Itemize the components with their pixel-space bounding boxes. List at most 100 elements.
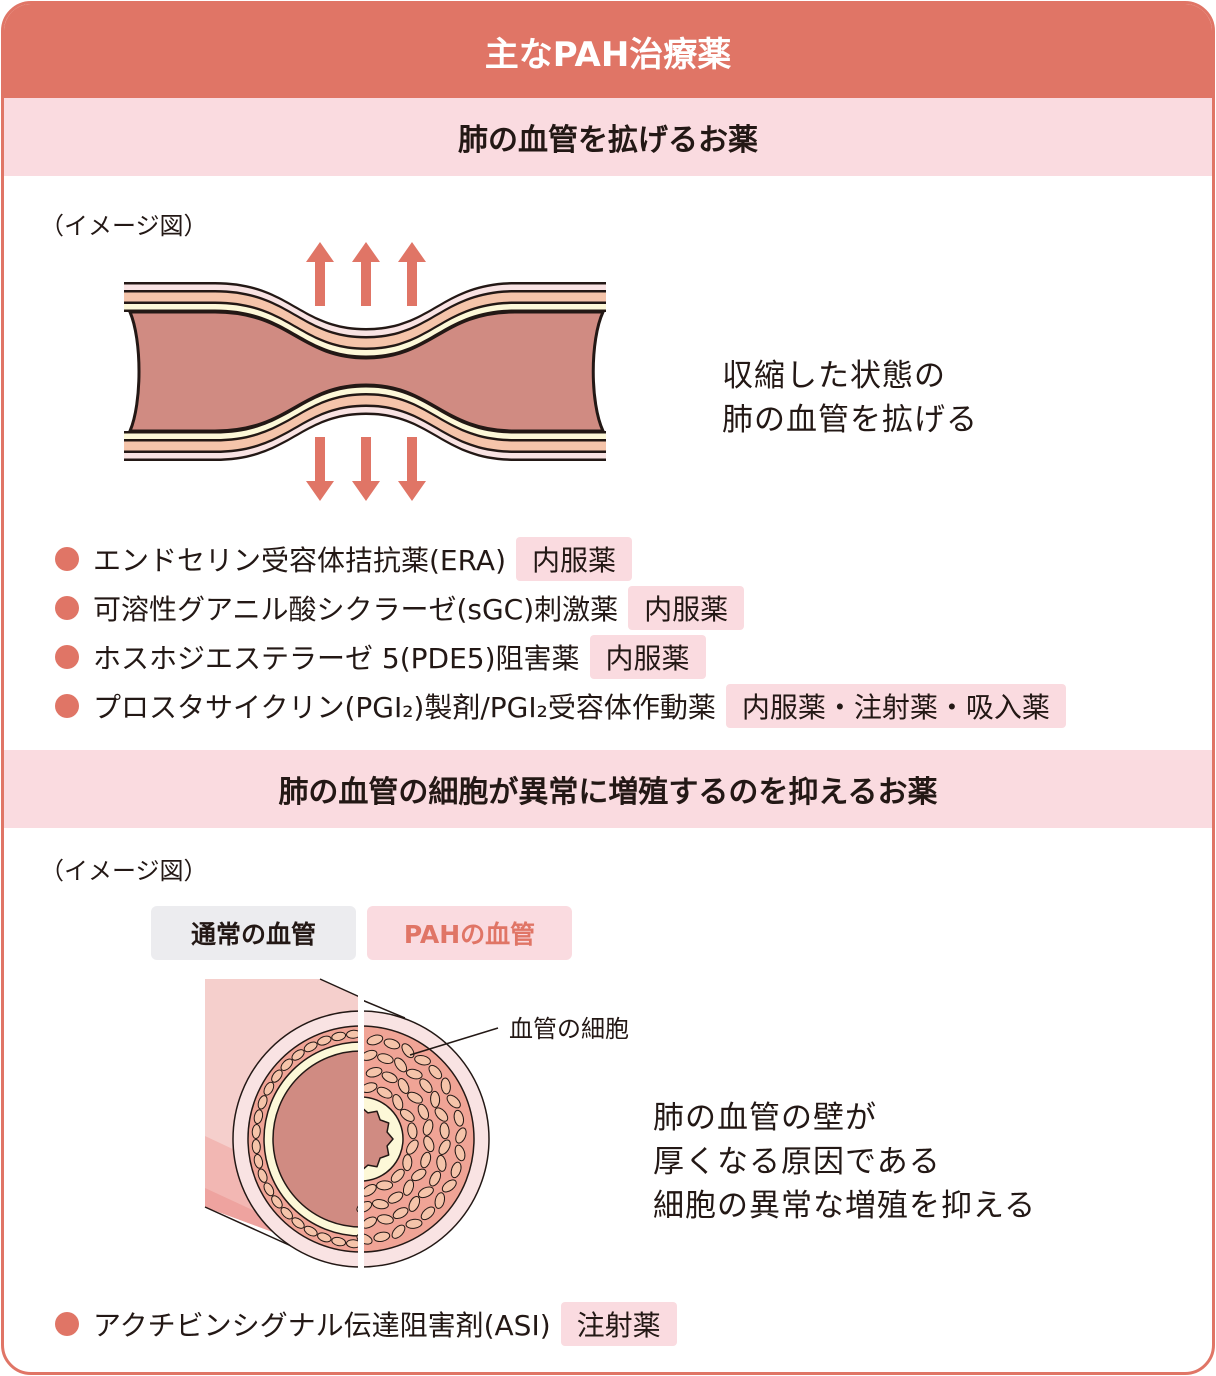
list-item: アクチビンシグナル伝達阻害剤(ASI) 注射薬 bbox=[55, 1299, 677, 1348]
cell bbox=[291, 1049, 305, 1061]
label-normal-vessel: 通常の血管 bbox=[151, 906, 356, 960]
cell bbox=[390, 1168, 405, 1183]
cell bbox=[423, 1135, 435, 1153]
cell bbox=[429, 1170, 442, 1187]
cell bbox=[383, 1038, 401, 1050]
drug-name: プロスタサイクリン(PGI₂)製剤/PGI₂受容体作動薬 bbox=[93, 690, 716, 724]
cell bbox=[450, 1161, 462, 1179]
route-badge: 内服薬 bbox=[589, 634, 706, 679]
vessel-wall-layer bbox=[124, 407, 606, 459]
lumen-pah bbox=[360, 1106, 394, 1172]
cell bbox=[377, 1053, 394, 1065]
divider bbox=[358, 975, 364, 1275]
cell bbox=[402, 1154, 413, 1172]
cell bbox=[376, 1086, 393, 1099]
cell bbox=[434, 1192, 446, 1209]
cell bbox=[317, 1035, 332, 1046]
drug-name: ホスホジエステラーゼ 5(PDE5)阻害薬 bbox=[93, 641, 580, 675]
cell bbox=[376, 1214, 394, 1225]
cell bbox=[263, 1182, 275, 1197]
vessel-wall-layer bbox=[124, 395, 606, 451]
drug-name: エンドセリン受容体拮抗薬(ERA) bbox=[93, 543, 507, 577]
cell bbox=[428, 1064, 443, 1080]
drug-list: エンドセリン受容体拮抗薬(ERA) 内服薬 可溶性グアニル酸シクラーゼ(sGC)刺… bbox=[55, 534, 1066, 730]
arrow-down-icon bbox=[398, 437, 426, 501]
description-line: 厚くなる原因である bbox=[653, 1144, 941, 1180]
arrow-down-icon bbox=[306, 437, 334, 501]
route-badge: 注射薬 bbox=[560, 1301, 677, 1346]
cell bbox=[257, 1095, 268, 1110]
cell bbox=[271, 1069, 283, 1083]
cell bbox=[440, 1077, 451, 1095]
cell bbox=[446, 1094, 461, 1109]
cell bbox=[317, 1232, 332, 1243]
cell bbox=[263, 1081, 275, 1096]
cell bbox=[303, 1041, 318, 1053]
section2-description: 肺の血管の壁が 厚くなる原因である 細胞の異常な増殖を抑える bbox=[653, 1096, 1036, 1228]
cell bbox=[454, 1144, 466, 1162]
route-badge: 内服薬 bbox=[516, 536, 633, 581]
vessel-edge bbox=[204, 1206, 301, 1251]
cell bbox=[417, 1186, 434, 1199]
cell bbox=[366, 1034, 384, 1046]
description-line: 肺の血管の壁が bbox=[653, 1100, 877, 1136]
cell bbox=[373, 1231, 391, 1243]
arrow-up-icon bbox=[306, 242, 334, 306]
cell bbox=[392, 1094, 404, 1111]
cell bbox=[271, 1195, 283, 1209]
image-note: （イメージ図） bbox=[40, 857, 208, 885]
arrow-up-icon bbox=[398, 242, 426, 306]
vessel-edge bbox=[319, 978, 363, 999]
cell bbox=[280, 1207, 293, 1220]
cell bbox=[251, 1139, 261, 1154]
cell bbox=[387, 1191, 404, 1204]
cell bbox=[280, 1058, 293, 1071]
cell-callout-label: 血管の細胞 bbox=[509, 1015, 629, 1043]
cell bbox=[394, 1057, 408, 1073]
lumen-normal bbox=[272, 1050, 362, 1228]
cell bbox=[420, 1151, 432, 1169]
bullet-icon bbox=[55, 546, 79, 571]
cell bbox=[417, 1103, 430, 1120]
drug-name: アクチビンシグナル伝達阻害剤(ASI) bbox=[93, 1308, 551, 1342]
cell bbox=[441, 1179, 457, 1193]
page-title: 主なPAH治療薬 bbox=[4, 4, 1212, 98]
list-item: 可溶性グアニル酸シクラーゼ(sGC)刺激薬内服薬 bbox=[55, 583, 1066, 632]
cell bbox=[408, 1195, 421, 1212]
route-badge: 内服薬 bbox=[628, 585, 745, 630]
cell bbox=[436, 1154, 447, 1172]
cell bbox=[438, 1139, 451, 1155]
cell bbox=[251, 1124, 261, 1139]
description-line: 収縮した状態の bbox=[722, 358, 946, 394]
cell bbox=[391, 1224, 406, 1239]
cell bbox=[439, 1122, 450, 1140]
cell bbox=[420, 1206, 436, 1221]
cell bbox=[419, 1078, 433, 1094]
drug-list-2: アクチビンシグナル伝達阻害剤(ASI) 注射薬 bbox=[55, 1299, 677, 1348]
bullet-icon bbox=[55, 693, 79, 718]
cell bbox=[453, 1109, 465, 1127]
cell bbox=[376, 1180, 394, 1191]
cell bbox=[430, 1090, 441, 1108]
cell bbox=[402, 1179, 415, 1196]
description-line: 肺の血管を拡げる bbox=[722, 402, 978, 438]
bullet-icon bbox=[55, 644, 79, 669]
cell bbox=[407, 1122, 418, 1140]
list-item: エンドセリン受容体拮抗薬(ERA) 内服薬 bbox=[55, 534, 1066, 583]
list-item: プロスタサイクリン(PGI₂)製剤/PGI₂受容体作動薬内服薬・注射薬・吸入薬 bbox=[55, 681, 1066, 730]
section1-heading: 肺の血管を拡げるお薬 bbox=[4, 98, 1212, 176]
vessel-edge bbox=[361, 999, 406, 1019]
cell bbox=[414, 1054, 431, 1066]
cell bbox=[411, 1168, 427, 1182]
section1-description: 収縮した状態の 肺の血管を拡げる bbox=[722, 354, 978, 442]
cell bbox=[399, 1108, 415, 1122]
arrow-down-icon bbox=[352, 437, 380, 501]
cell bbox=[331, 1031, 347, 1042]
cell bbox=[392, 1207, 409, 1220]
callout-line bbox=[409, 1027, 499, 1056]
vessel-wall-layer bbox=[124, 284, 606, 336]
cell bbox=[372, 1199, 389, 1210]
label-pah-vessel: PAHの血管 bbox=[367, 906, 572, 960]
cell bbox=[405, 1068, 423, 1080]
